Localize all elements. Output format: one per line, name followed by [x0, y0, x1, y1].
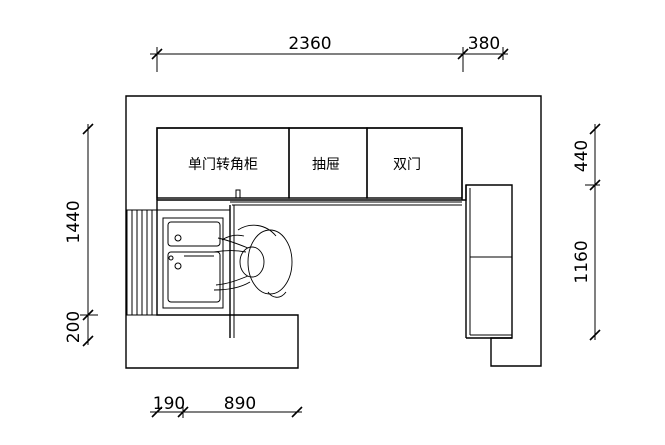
- person-icon: [213, 224, 293, 298]
- dim-top-left: 2360: [288, 34, 331, 54]
- corner-cabinet-label: 单门转角柜: [188, 157, 258, 173]
- dim-left-lower: 200: [64, 311, 84, 343]
- sink-unit: [162, 217, 224, 309]
- sink-basin-upper: [167, 221, 221, 247]
- sink-basin-lower: [167, 251, 221, 303]
- left-hatched-cabinet: [126, 209, 158, 316]
- dim-left-upper: 1440: [64, 200, 84, 243]
- dimension-left: [80, 123, 98, 347]
- dim-bottom-right: 890: [224, 394, 256, 414]
- dim-right-lower: 1160: [572, 240, 592, 283]
- sink-counter: [157, 205, 235, 338]
- drain-icon: [174, 262, 182, 270]
- faucet-icon: [168, 255, 174, 261]
- dimension-bottom: [150, 400, 303, 418]
- dimension-top: [150, 47, 509, 72]
- double-door-label: 双门: [393, 157, 421, 173]
- drawer-label: 抽屉: [312, 157, 340, 173]
- dim-top-right: 380: [468, 34, 500, 54]
- dim-right-upper: 440: [572, 140, 592, 172]
- wall-outline: [125, 95, 542, 369]
- dimension-right: [585, 123, 601, 341]
- dim-bottom-left: 190: [153, 394, 185, 414]
- corner-marker: [235, 189, 241, 199]
- upper-cabinet-row: [156, 127, 463, 206]
- right-tall-cabinet: [465, 185, 512, 339]
- drain-icon: [174, 234, 182, 242]
